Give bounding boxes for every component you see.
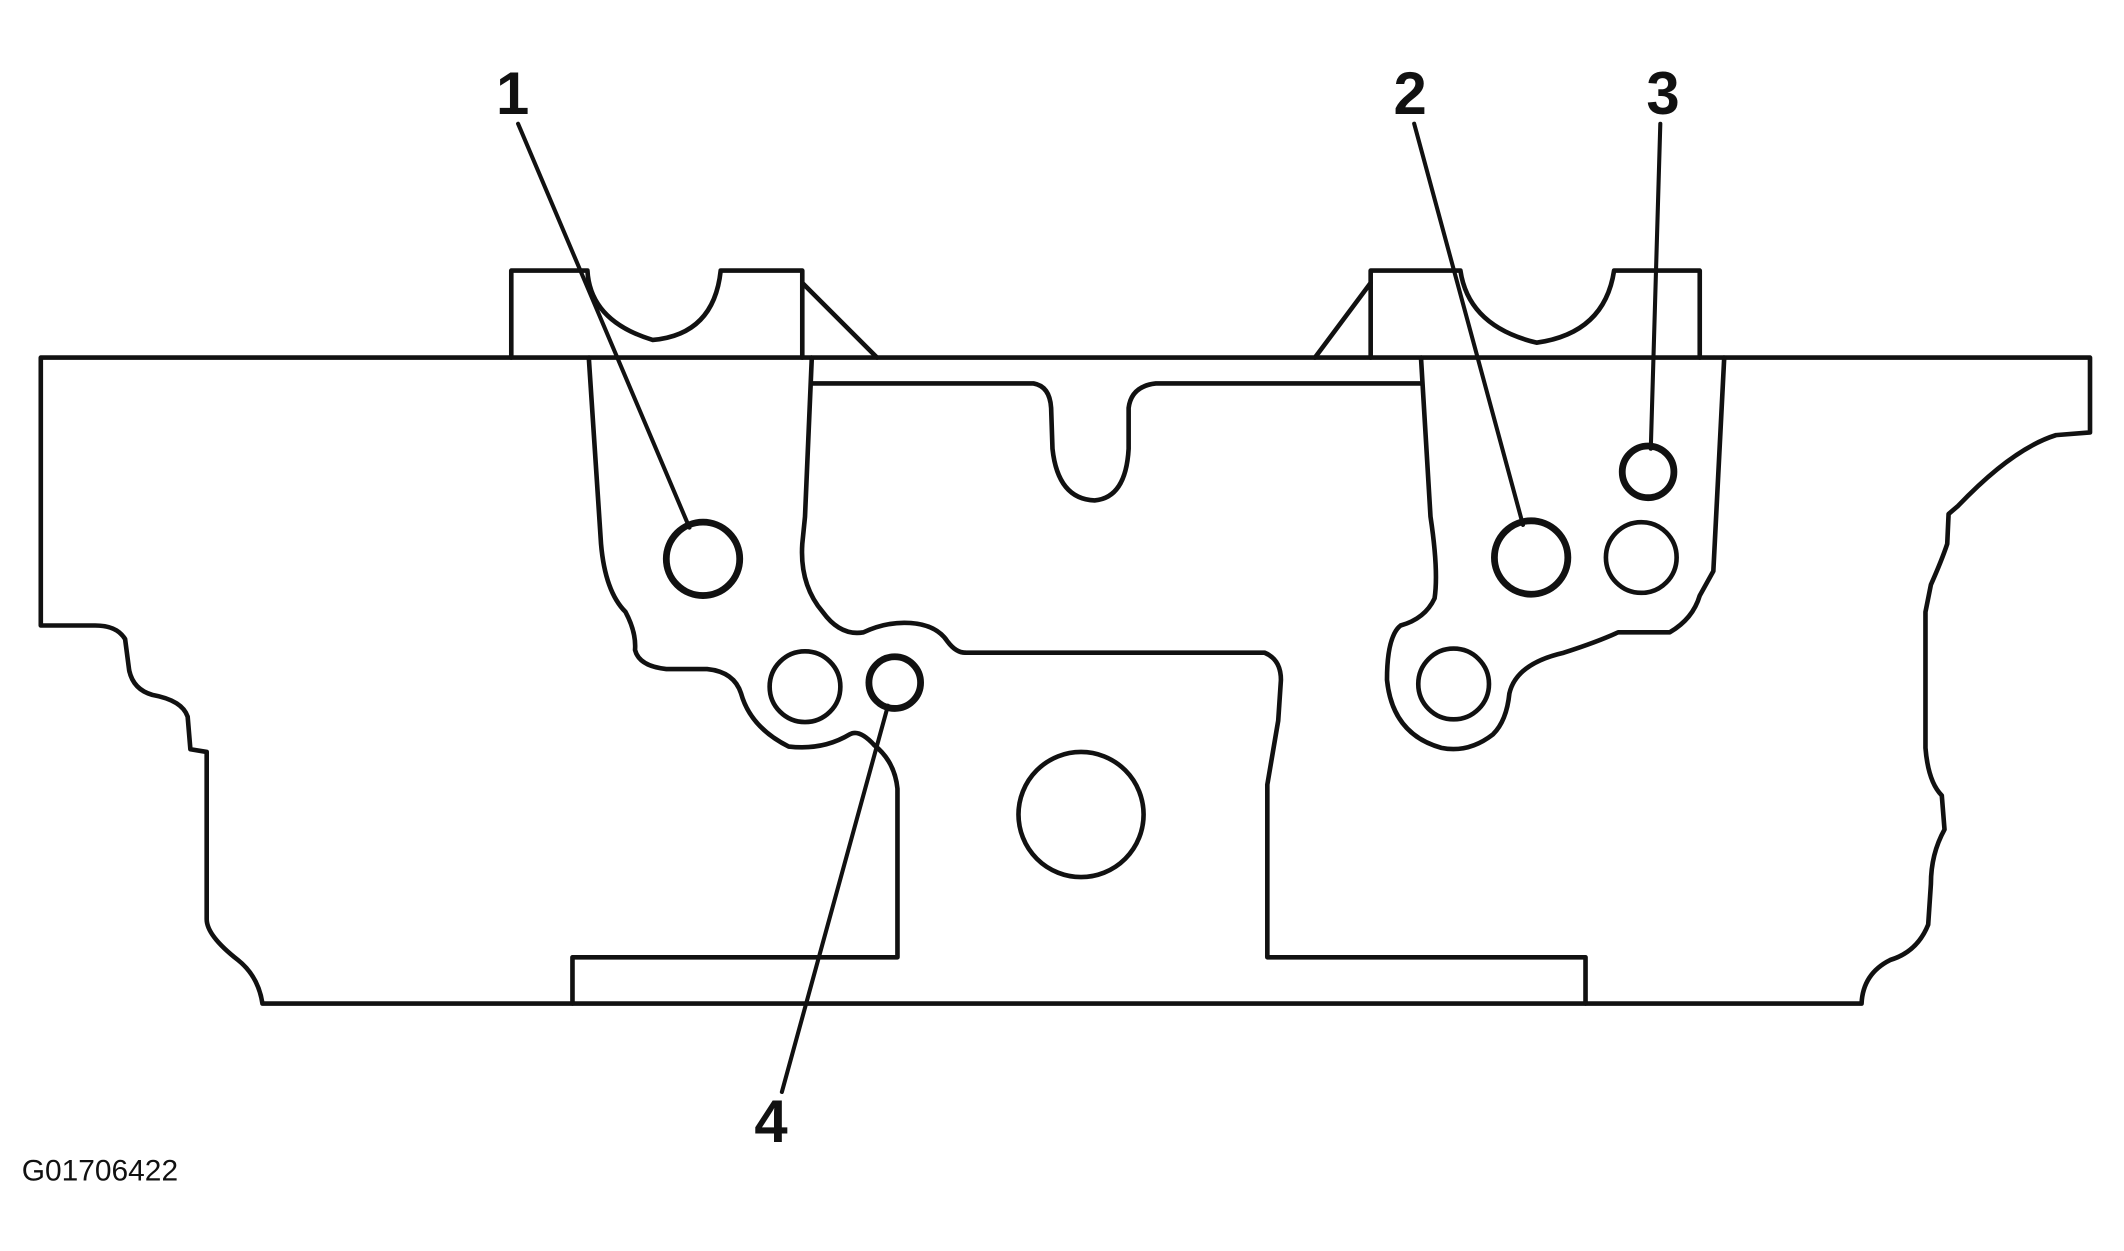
hole-right-upper bbox=[1603, 519, 1679, 596]
bolt-hole-3 bbox=[1618, 442, 1678, 502]
right-boss-web bbox=[1384, 355, 1727, 752]
bolt-hole-4 bbox=[865, 653, 924, 712]
left-bearing-cap bbox=[508, 268, 805, 360]
leader-line-2 bbox=[1412, 121, 1526, 527]
figure-code: G01706422 bbox=[22, 1154, 178, 1187]
left-bearing-cap-chamfer bbox=[799, 280, 880, 360]
callout-2: 2 bbox=[1393, 60, 1426, 127]
hole-right-lower bbox=[1415, 646, 1492, 722]
leader-line-1 bbox=[516, 121, 692, 530]
callout-4: 4 bbox=[754, 1088, 787, 1155]
callout-3: 3 bbox=[1646, 60, 1679, 127]
callout-1: 1 bbox=[496, 60, 529, 127]
bolt-hole-1 bbox=[662, 518, 744, 599]
leader-line-4 bbox=[779, 703, 890, 1094]
right-bearing-cap-chamfer bbox=[1312, 280, 1373, 360]
cylinder-head-outline bbox=[38, 355, 2093, 1006]
lower-rail bbox=[570, 650, 1588, 1006]
upper-channel bbox=[809, 381, 1424, 503]
bolt-hole-2 bbox=[1491, 517, 1572, 598]
leader-line-3 bbox=[1648, 121, 1663, 451]
center-hole bbox=[1016, 749, 1146, 880]
left-boss-web bbox=[586, 355, 968, 750]
right-bearing-cap bbox=[1368, 268, 1703, 360]
hole-left-lower bbox=[767, 649, 843, 725]
